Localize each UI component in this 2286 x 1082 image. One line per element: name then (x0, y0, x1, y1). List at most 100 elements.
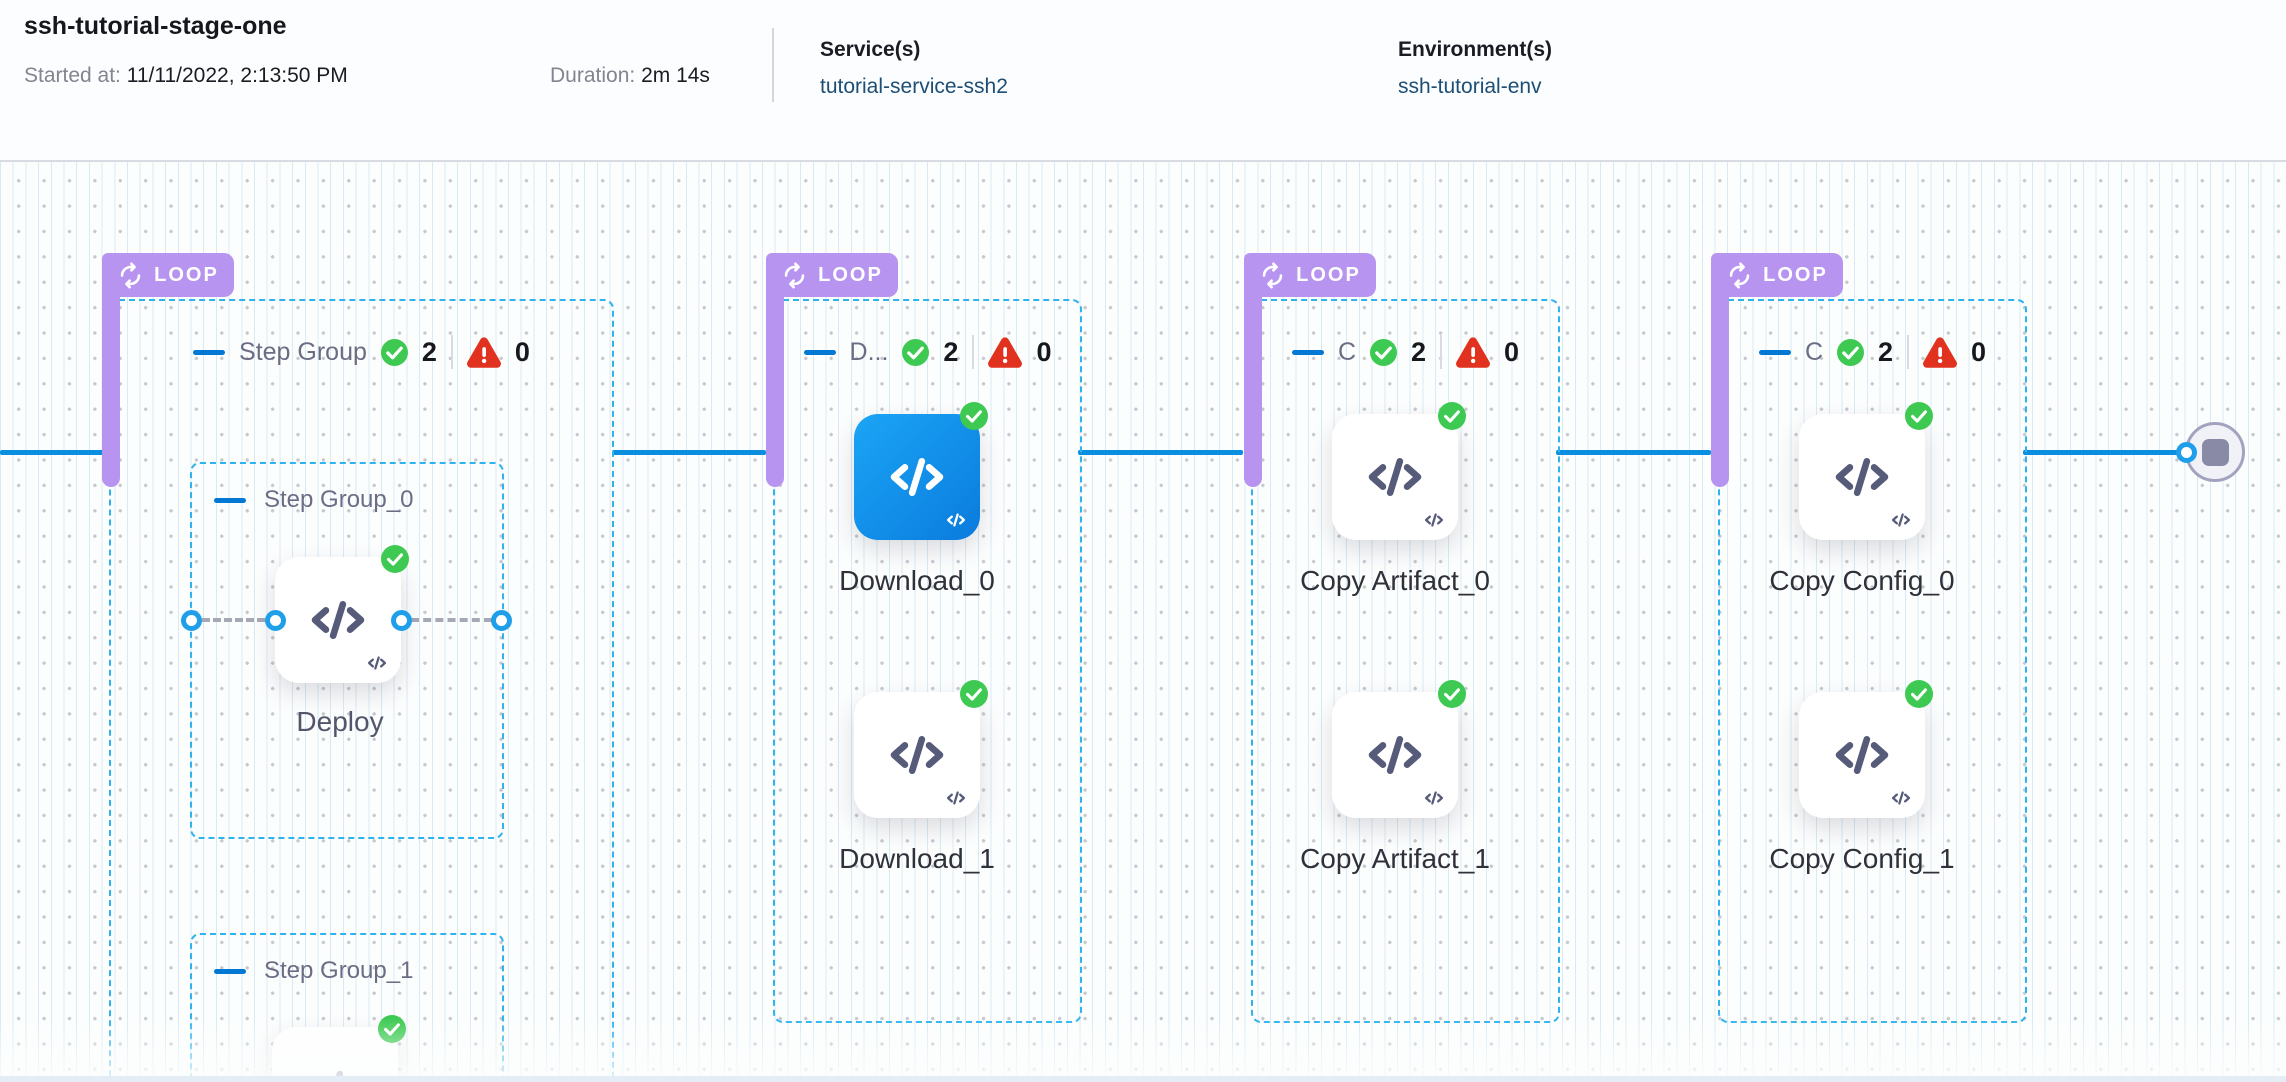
group-title: D... (849, 337, 889, 366)
collapse-minus-icon[interactable] (214, 497, 246, 503)
count-divider (1907, 335, 1910, 369)
started-at-label: Started at: (24, 64, 121, 87)
collapse-minus-icon[interactable] (1291, 349, 1324, 355)
execution-line-segment (612, 450, 766, 455)
pipeline-canvas[interactable]: LOOP Step Group 2 0 Step Group_0 (0, 162, 2286, 1082)
step-node-copy-artifact-0[interactable] (1332, 402, 1466, 540)
warning-icon (466, 336, 501, 368)
mini-code-icon (946, 513, 966, 527)
loop-group-step-group[interactable]: LOOP Step Group 2 0 Step Group_0 (102, 253, 614, 1082)
success-check-icon (1370, 338, 1397, 366)
code-step-icon (1827, 726, 1897, 784)
failed-count: 0 (514, 336, 530, 367)
connector-port (2176, 442, 2197, 463)
mini-code-icon (1424, 791, 1444, 805)
success-check-icon (380, 338, 408, 366)
header-divider (772, 28, 774, 102)
environment-link[interactable]: ssh-tutorial-env (1398, 75, 1542, 98)
loop-group-copy-artifact[interactable]: LOOP C 2 0 Copy Artifact_0 (1244, 253, 1560, 1023)
collapse-minus-icon[interactable] (1758, 349, 1791, 355)
environments-section: Environment(s) ssh-tutorial-env (1398, 38, 1552, 99)
connector-port (265, 610, 286, 631)
nested-group-title-row: Step Group_1 (214, 957, 413, 985)
execution-line-segment (1556, 450, 1711, 455)
execution-line-segment (1078, 450, 1243, 455)
nested-group-title: Step Group_1 (264, 957, 414, 984)
success-count: 2 (1878, 336, 1894, 367)
step-node-copy-config-1[interactable] (1799, 680, 1933, 818)
nested-step-group-0[interactable]: Step Group_0 Deploy (181, 462, 512, 839)
connector-port (181, 610, 202, 631)
duration-value: 2m 14s (641, 64, 710, 87)
step-connector-dashed (411, 618, 492, 622)
step-node-download-0[interactable] (854, 402, 988, 540)
code-step-icon (1827, 448, 1897, 506)
success-check-icon (378, 1015, 406, 1043)
execution-line-segment (0, 450, 109, 455)
collapse-minus-icon[interactable] (214, 968, 246, 974)
collapse-minus-icon[interactable] (193, 349, 226, 355)
group-title: C (1337, 337, 1356, 366)
horizontal-scrollbar[interactable] (0, 1076, 2286, 1082)
mini-code-icon (946, 791, 966, 805)
step-label: Copy Config_0 (1769, 565, 1955, 596)
stage-header: ssh-tutorial-stage-one Started at: 11/11… (0, 0, 2286, 162)
duration-label: Duration: (550, 64, 636, 87)
nested-step-group-1[interactable]: Step Group_1 (190, 933, 504, 1082)
count-divider (1440, 335, 1443, 369)
step-label: Deploy (296, 706, 384, 737)
count-divider (450, 335, 453, 369)
duration: Duration: 2m 14s (550, 64, 710, 88)
failed-count: 0 (1036, 336, 1052, 367)
group-title-row: D... 2 0 (775, 335, 1080, 369)
warning-icon (988, 336, 1023, 368)
loop-group-download[interactable]: LOOP D... 2 0 Download_0 (766, 253, 1082, 1023)
group-title-row: C 2 0 (1720, 335, 2025, 369)
stage-title: ssh-tutorial-stage-one (24, 12, 287, 40)
collapse-minus-icon[interactable] (803, 349, 836, 355)
services-section: Service(s) tutorial-service-ssh2 (820, 38, 1008, 99)
step-label: Download_0 (839, 565, 995, 596)
nested-group-title-row: Step Group_0 (214, 486, 413, 514)
group-title: Step Group (239, 337, 367, 366)
code-step-icon (882, 448, 952, 506)
success-check-icon (960, 680, 988, 708)
code-step-icon (882, 726, 952, 784)
step-label: Copy Artifact_1 (1300, 843, 1490, 874)
step-node-copy-config-0[interactable] (1799, 402, 1933, 540)
services-label: Service(s) (820, 38, 921, 61)
loop-bar (102, 253, 120, 487)
loop-badge: LOOP (1711, 253, 1843, 297)
mini-code-icon (367, 656, 387, 670)
service-link[interactable]: tutorial-service-ssh2 (820, 75, 1008, 98)
started-at: Started at: 11/11/2022, 2:13:50 PM (24, 64, 348, 88)
loop-icon (1262, 262, 1283, 288)
step-node-download-1[interactable] (854, 680, 988, 818)
success-check-icon (1905, 402, 1933, 430)
loop-badge-label: LOOP (1763, 263, 1828, 286)
success-check-icon (1837, 338, 1864, 366)
group-title-row: C 2 0 (1253, 335, 1558, 369)
loop-bar (1244, 253, 1262, 487)
group-title-row: Step Group 2 0 (111, 335, 612, 369)
step-node-partial[interactable] (272, 1015, 406, 1082)
failed-count: 0 (1504, 336, 1520, 367)
success-check-icon (960, 402, 988, 430)
step-node-copy-artifact-1[interactable] (1332, 680, 1466, 818)
loop-icon (784, 262, 805, 288)
loop-icon (120, 262, 141, 288)
mini-code-icon (1424, 513, 1444, 527)
step-label: Copy Config_1 (1769, 843, 1955, 874)
loop-badge: LOOP (102, 253, 234, 297)
success-count: 2 (421, 336, 437, 367)
connector-port (491, 610, 512, 631)
code-step-icon (303, 591, 373, 649)
environments-label: Environment(s) (1398, 38, 1553, 61)
loop-group-copy-config[interactable]: LOOP C 2 0 Copy Config_0 (1711, 253, 2027, 1023)
success-count: 2 (1411, 336, 1427, 367)
loop-badge-label: LOOP (818, 263, 883, 286)
step-label: Copy Artifact_0 (1300, 565, 1490, 596)
mini-code-icon (1891, 791, 1911, 805)
step-node-deploy[interactable] (275, 545, 409, 683)
